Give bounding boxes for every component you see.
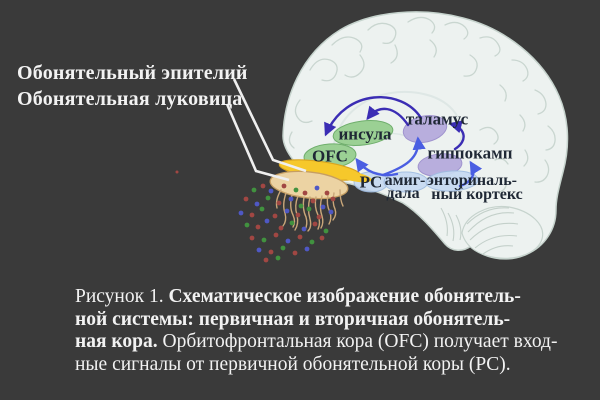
- odor-molecule-dot: [243, 196, 249, 202]
- odor-molecule-dot: [280, 245, 286, 251]
- odor-molecule-dot: [273, 232, 279, 238]
- odor-molecule-dot: [261, 237, 267, 243]
- region-entorhinal-ellipse: [425, 170, 479, 192]
- odor-molecule-dot: [263, 257, 269, 263]
- odor-molecule-dot: [278, 225, 284, 231]
- odor-molecule-dot: [276, 200, 282, 206]
- odor-molecule-dot: [249, 235, 255, 241]
- pointer-line-epithelium: [232, 78, 307, 173]
- odor-molecule-dot: [293, 187, 299, 193]
- pointer-lines: [225, 78, 307, 182]
- region-label-hippocampus: гиппокамп: [427, 143, 513, 163]
- brain-gyri-lines: [288, 16, 556, 193]
- caption-line: Рисунок 1. Схематическое изображение обо…: [75, 286, 521, 307]
- odor-molecule-dot: [328, 209, 334, 215]
- arrow-pc-to-ofc: [355, 157, 399, 177]
- label-olfactory-bulb: Обонятельная луковица: [17, 88, 243, 110]
- odor-molecule-dot: [306, 206, 312, 212]
- odor-molecule-dot: [301, 226, 307, 232]
- odor-molecule-dot: [255, 224, 261, 230]
- odor-molecule-dot: [275, 255, 281, 261]
- odor-molecule-dot: [324, 190, 330, 196]
- cerebellum-texture: [440, 207, 519, 255]
- odor-molecule-dot: [288, 196, 294, 202]
- region-label-entorhinal-line1: энториналь-: [426, 172, 518, 189]
- odor-molecule-dot: [310, 198, 316, 204]
- caption-line: ная кора. Орбитофронтальная кора (OFC) п…: [75, 331, 558, 352]
- figure-caption: Рисунок 1. Схематическое изображение обо…: [75, 286, 557, 376]
- odor-molecule-dot: [295, 212, 301, 218]
- region-insula-ellipse: [332, 120, 394, 146]
- odor-molecule-dot: [302, 190, 308, 196]
- odor-molecule-dot: [316, 214, 322, 220]
- odor-molecule-dot: [272, 213, 278, 219]
- odor-molecule-dot: [298, 203, 304, 209]
- odor-molecule-dot: [260, 183, 266, 189]
- odor-molecule-dot: [251, 187, 257, 193]
- odor-molecule-dots: [175, 170, 336, 263]
- epithelium-cilia: [275, 189, 344, 232]
- odor-molecule-dot: [319, 235, 325, 241]
- odor-molecule-dot: [292, 250, 298, 256]
- odor-molecule-dot: [330, 196, 336, 202]
- region-label-amygdala-line1: амиг-: [384, 172, 426, 189]
- odor-molecule-dot: [320, 204, 326, 210]
- odor-molecule-dot: [312, 221, 318, 227]
- odor-molecule-dot: [259, 206, 265, 212]
- caption-line: ной системы: первичная и вторичная обоня…: [75, 308, 511, 330]
- odor-molecule-dot: [249, 212, 255, 218]
- odor-molecule-dot: [297, 234, 303, 240]
- label-olfactory-epithelium: Обонятельный эпителий: [17, 62, 248, 84]
- region-label-thalamus: таламус: [405, 109, 469, 129]
- arrow-pc-to-thalamus: [381, 136, 426, 177]
- odor-molecule-dot: [175, 170, 179, 174]
- region-label-amygdala-line2: дала: [386, 185, 420, 202]
- odor-molecule-dot: [284, 208, 290, 214]
- odor-molecule-dot: [256, 247, 262, 253]
- odor-molecule-dot: [244, 222, 250, 228]
- region-label-ofc: OFC: [312, 146, 348, 166]
- arrow-entorhinal-to-hippocampus: [458, 160, 483, 188]
- odor-molecule-dot: [281, 183, 287, 189]
- region-label-pc: PC: [359, 172, 383, 192]
- odor-molecule-dot: [323, 228, 329, 234]
- odor-molecule-dot: [268, 249, 274, 255]
- odor-molecule-dot: [314, 185, 320, 191]
- odor-molecule-dot: [309, 239, 315, 245]
- odor-molecule-dot: [265, 195, 271, 201]
- odor-molecule-dot: [289, 220, 295, 226]
- odor-molecule-dot: [238, 210, 244, 216]
- arrow-thalamus-to-ofc: [324, 96, 423, 137]
- region-label-entorhinal-line2: ный кортекс: [431, 186, 523, 203]
- caption-line: ные сигналы от первичной обонятельной ко…: [75, 353, 511, 375]
- odor-molecule-dot: [268, 188, 274, 194]
- arrow-hippocampus-to-thalamus: [448, 120, 465, 151]
- pathway-arrows: [324, 96, 483, 188]
- odor-molecule-dot: [264, 218, 270, 224]
- pointer-line-bulb: [225, 103, 290, 182]
- region-label-insula: инсула: [338, 124, 392, 144]
- odor-molecule-dot: [304, 246, 310, 252]
- arrow-thalamus-to-insula: [366, 105, 410, 127]
- odor-molecule-dot: [285, 238, 291, 244]
- odor-molecule-dot: [254, 201, 260, 207]
- region-thalamus-ellipse: [402, 114, 448, 144]
